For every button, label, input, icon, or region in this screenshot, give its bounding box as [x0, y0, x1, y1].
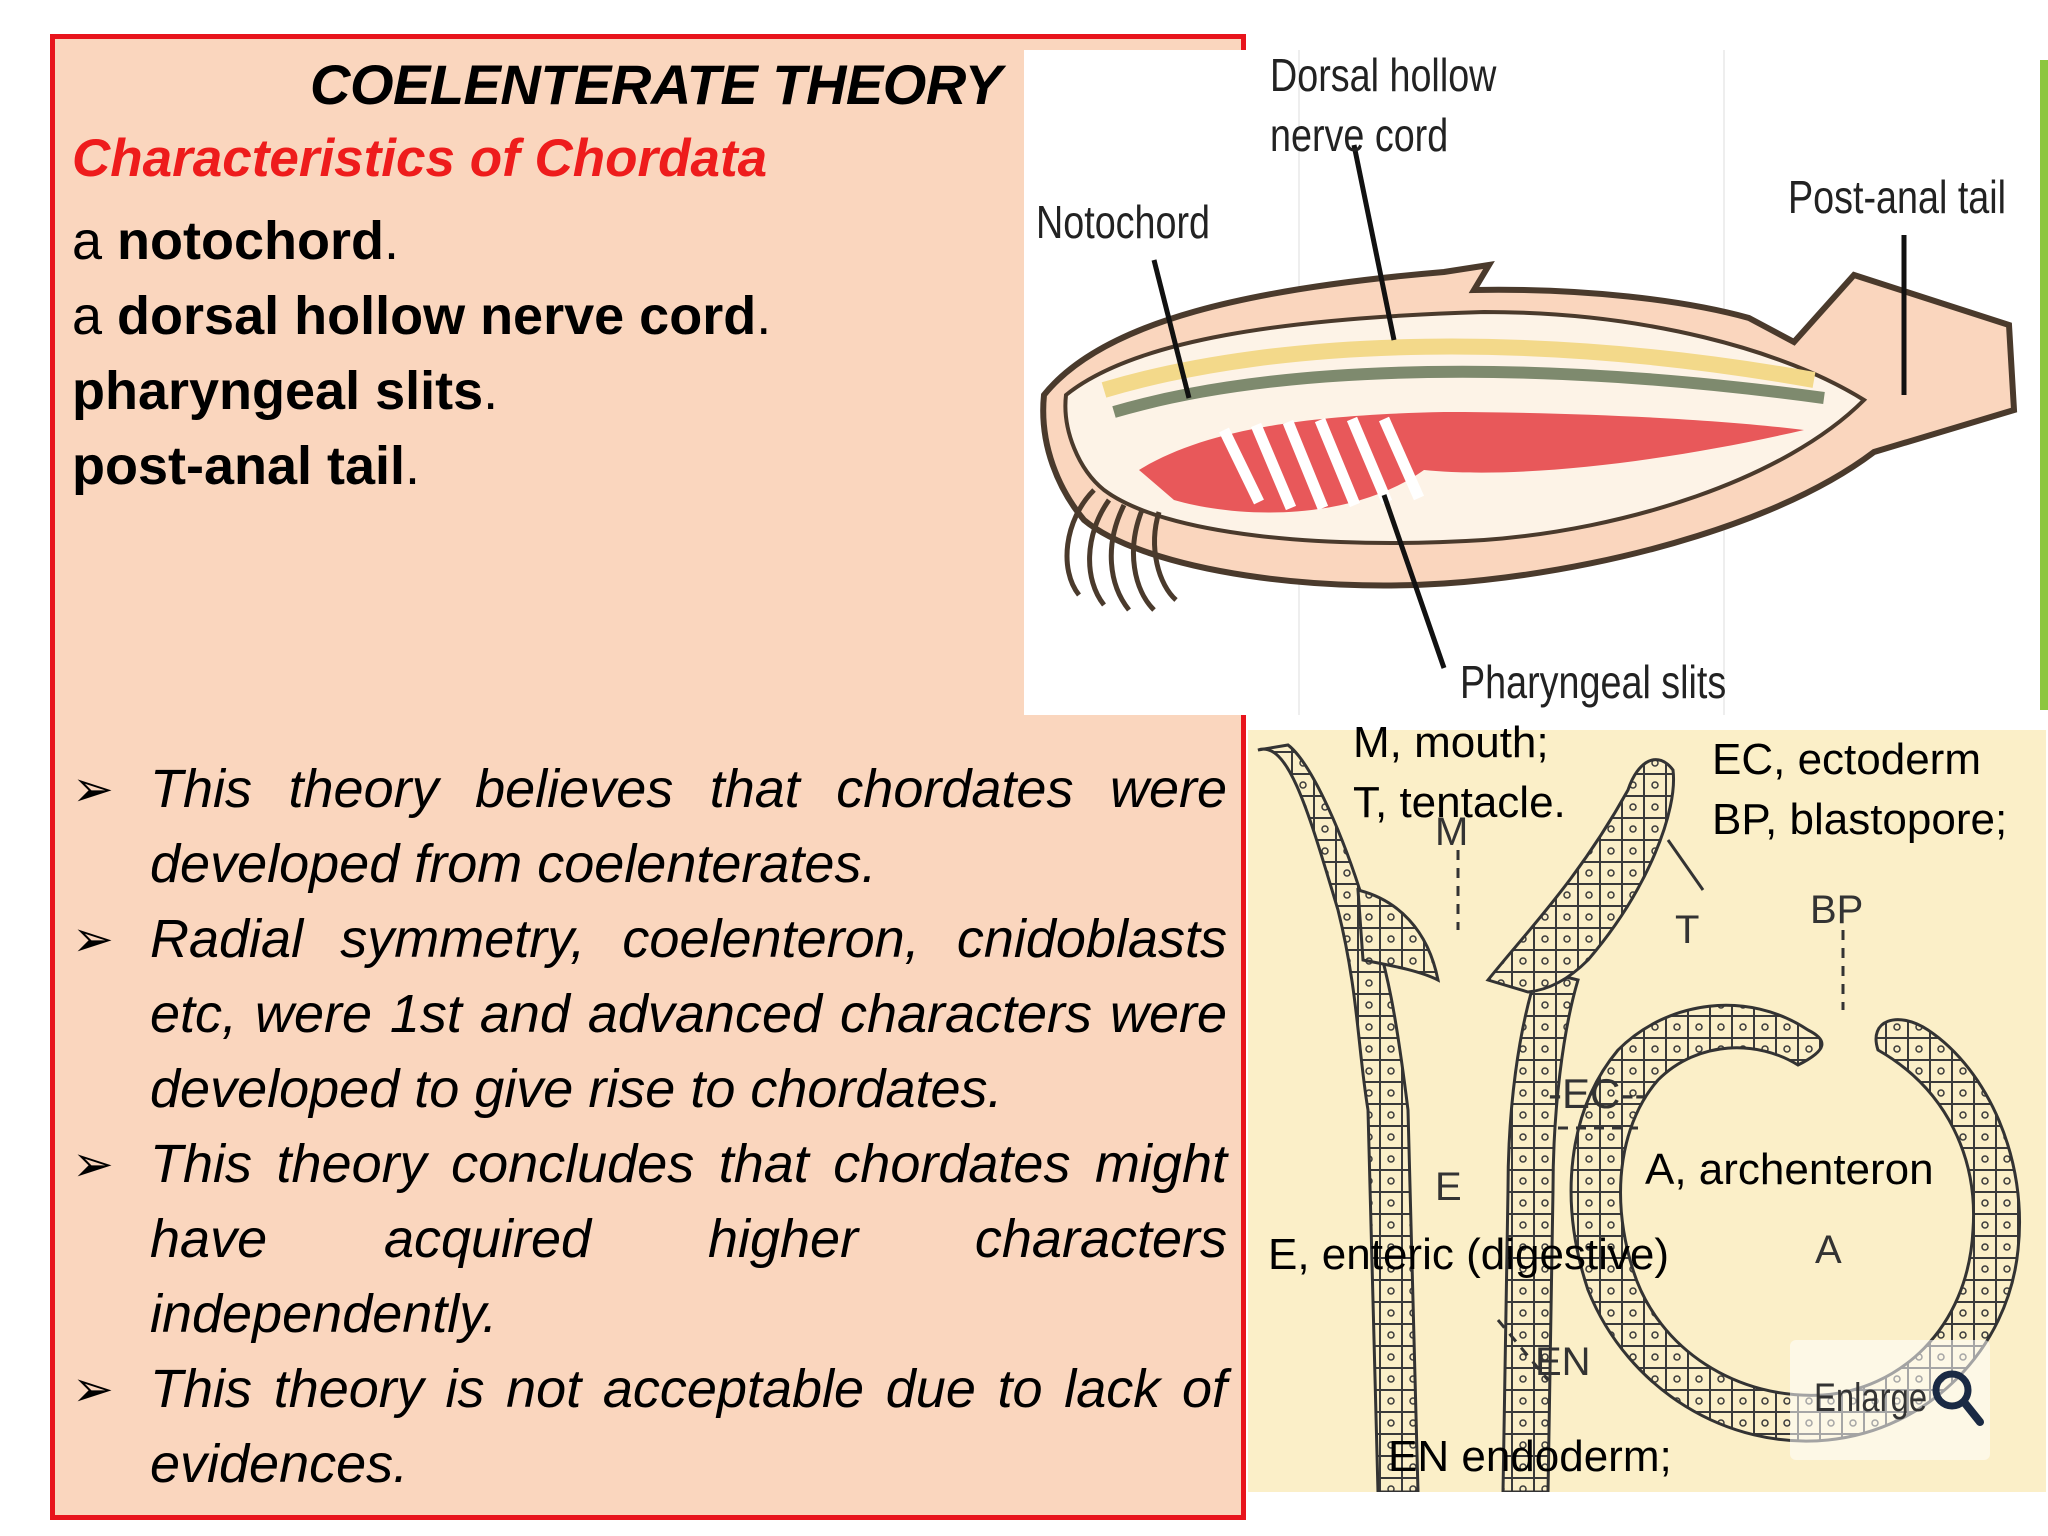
- letter-bp: BP: [1810, 888, 1864, 932]
- letter-ec: -EC--: [1548, 1070, 1649, 1117]
- label-notochord: Notochord: [1036, 196, 1211, 248]
- theory-bullet-list: ➢This theory believes that chordates wer…: [72, 752, 1227, 1502]
- label-nerve-cord: nerve cord: [1270, 109, 1449, 161]
- chordate-body-illustration: [1040, 50, 2018, 715]
- legend-enteric: E, enteric (digestive): [1268, 1230, 1670, 1279]
- characteristic-item: post-anal tail.: [72, 436, 421, 496]
- legend-endoderm: EN endoderm;: [1388, 1432, 1672, 1481]
- legend-tentacle: T, tentacle.: [1353, 778, 1566, 827]
- bullet-item: ➢This theory believes that chordates wer…: [72, 752, 1227, 902]
- label-pharyngeal-slits: Pharyngeal slits: [1460, 656, 1727, 708]
- bullet-arrow-icon: ➢: [72, 911, 114, 967]
- bullet-item: ➢This theory is not acceptable due to la…: [72, 1352, 1227, 1502]
- characteristic-item: pharyngeal slits.: [72, 361, 499, 421]
- legend-blastopore: BP, blastopore;: [1712, 795, 2008, 844]
- green-accent-bar: [2040, 60, 2048, 710]
- letter-en: EN: [1535, 1340, 1591, 1384]
- label-dorsal-hollow: Dorsal hollow: [1270, 49, 1497, 101]
- chordate-diagram: [1024, 50, 2044, 715]
- letter-a: A: [1815, 1228, 1842, 1272]
- legend-mouth: M, mouth;: [1353, 718, 1549, 767]
- label-post-anal-tail: Post-anal tail: [1788, 171, 2007, 223]
- letter-t: T: [1675, 908, 1700, 952]
- enlarge-button[interactable]: Enlarge: [1790, 1340, 1990, 1460]
- bullet-item: ➢This theory concludes that chordates mi…: [72, 1127, 1227, 1352]
- slide-subtitle: Characteristics of Chordata: [72, 129, 768, 188]
- bullet-arrow-icon: ➢: [72, 1136, 114, 1192]
- enlarge-label: Enlarge: [1814, 1376, 1928, 1420]
- bullet-arrow-icon: ➢: [72, 761, 114, 817]
- bullet-arrow-icon: ➢: [72, 1361, 114, 1417]
- letter-e: E: [1435, 1165, 1462, 1209]
- legend-archenteron: A, archenteron: [1645, 1145, 1934, 1194]
- characteristic-item: a notochord.: [72, 211, 400, 271]
- coelenterate-diagram: [1248, 730, 2046, 1494]
- legend-ectoderm: EC, ectoderm: [1712, 735, 1981, 784]
- slide-title: COELENTERATE THEORY: [310, 53, 1002, 116]
- letter-m: M: [1435, 810, 1469, 854]
- magnifier-icon: [1932, 1370, 1984, 1426]
- bullet-item: ➢Radial symmetry, coelenteron, cnidoblas…: [72, 902, 1227, 1127]
- characteristic-item: a dorsal hollow nerve cord.: [72, 286, 772, 346]
